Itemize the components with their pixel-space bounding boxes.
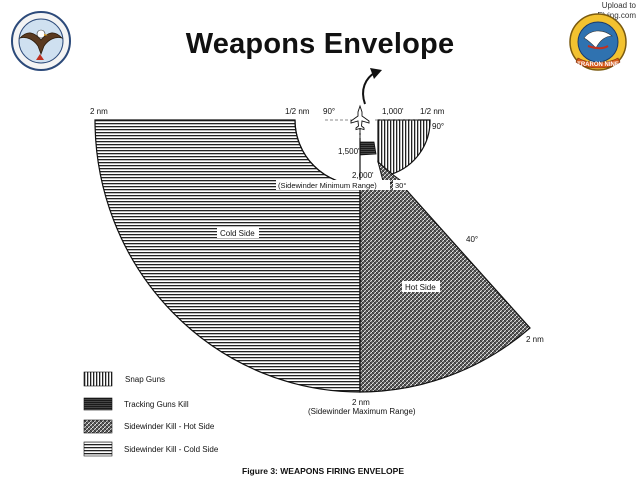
label-1000-ft: 1,000' <box>382 107 404 116</box>
right-squadron-badge: TRARON NINE <box>569 13 627 71</box>
legend-label-snap-guns: Snap Guns <box>125 375 165 384</box>
legend-swatch-hot-side <box>83 419 113 434</box>
legend: Snap Guns Tracking Guns Kill Sidewinder … <box>83 371 219 457</box>
legend-swatch-cold-side <box>83 441 113 457</box>
legend-label-hot-side: Sidewinder Kill - Hot Side <box>124 422 215 431</box>
label-hot-half-nm: 1/2 nm <box>420 107 445 116</box>
label-bottom-2nm: 2 nm <box>352 398 370 407</box>
figure-caption: Figure 3: WEAPONS FIRING ENVELOPE <box>242 466 404 476</box>
fighter-aircraft-icon <box>350 104 370 131</box>
right-badge-text: TRARON NINE <box>577 62 619 68</box>
hot-side-label-box <box>402 281 440 292</box>
label-hot-2nm: 2 nm <box>526 335 544 344</box>
label-angle-30: 30° <box>395 181 406 190</box>
label-hot-side: Hot Side <box>405 283 436 292</box>
dashed-ref-line-left <box>325 119 361 140</box>
label-min-range: (Sidewinder Minimum Range) <box>278 181 377 190</box>
cold-side-label-box <box>217 227 259 238</box>
legend-swatch-tracking-guns <box>83 397 113 411</box>
cold-side-region <box>94 119 361 393</box>
angle-30-label-box <box>393 180 409 190</box>
legend-label-cold-side: Sidewinder Kill - Cold Side <box>124 445 219 454</box>
watermark-line-1: Upload to <box>601 1 636 10</box>
turn-arrow-icon <box>362 68 382 105</box>
min-range-label-box <box>276 180 390 190</box>
hot-side-region <box>359 173 531 393</box>
label-angle-40: 40° <box>466 235 478 244</box>
label-2000-ft: 2,000' <box>352 171 374 180</box>
label-cold-side: Cold Side <box>220 229 255 238</box>
label-max-range: (Sidewinder Maximum Range) <box>308 407 416 416</box>
label-angle-90-left: 90° <box>323 107 335 116</box>
label-cold-half-nm: 1/2 nm <box>285 107 310 116</box>
slide-title: Weapons Envelope <box>185 28 455 60</box>
tracking-guns-region <box>359 141 377 156</box>
watermark: Upload to Flying.com <box>597 1 636 21</box>
snap-guns-region <box>377 119 431 175</box>
left-squadron-badge <box>11 11 71 71</box>
label-angle-90-right: 90° <box>432 122 444 131</box>
legend-swatch-snap-guns <box>83 371 113 387</box>
label-1500-ft: 1,500' <box>338 147 360 156</box>
legend-label-tracking-guns: Tracking Guns Kill <box>124 400 189 409</box>
watermark-line-2: Flying.com <box>597 11 636 20</box>
label-cold-2nm: 2 nm <box>90 107 108 116</box>
